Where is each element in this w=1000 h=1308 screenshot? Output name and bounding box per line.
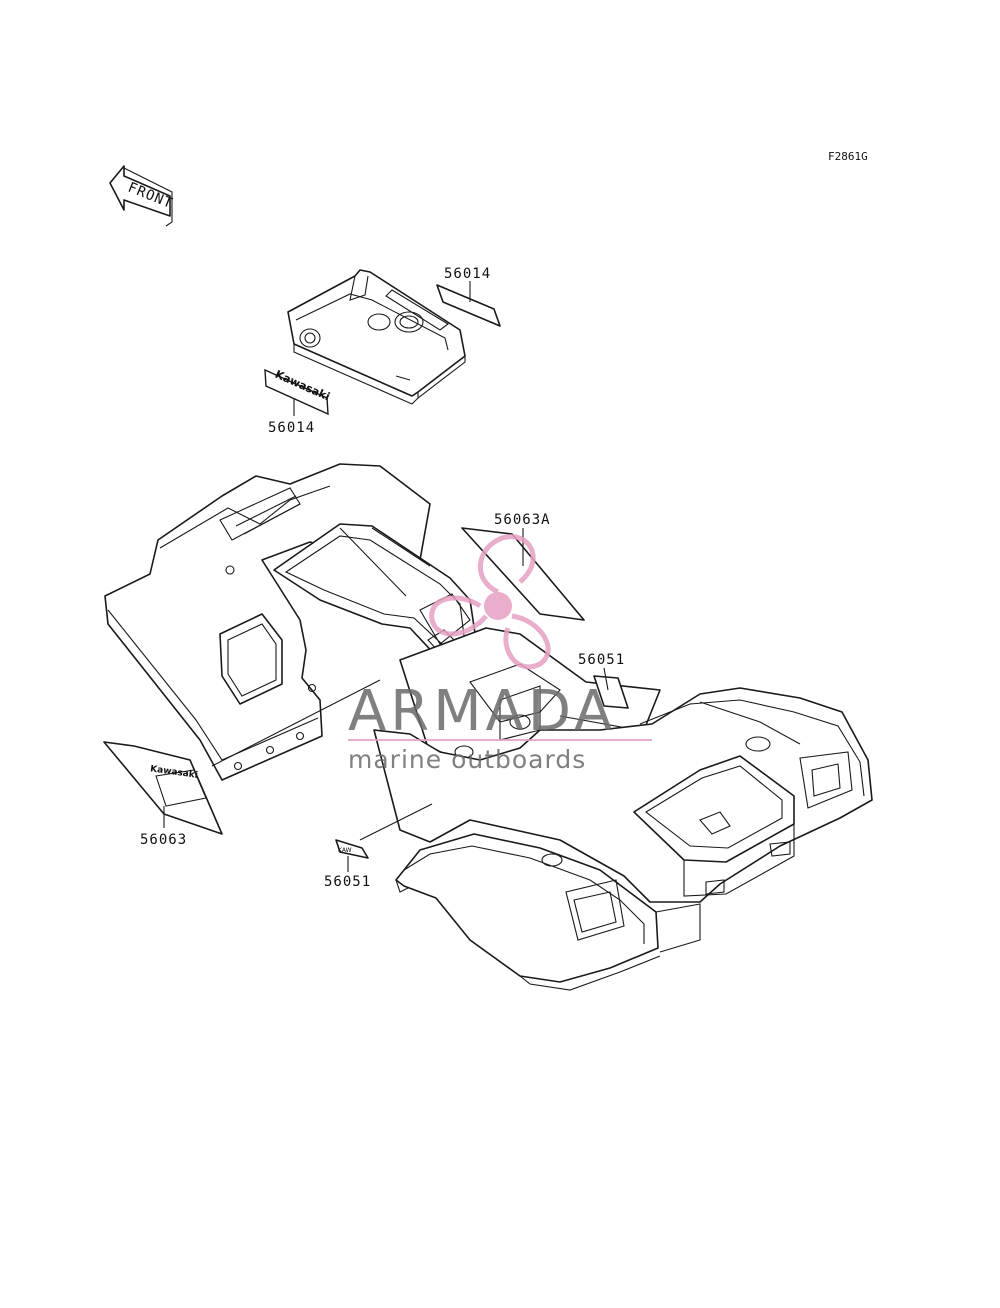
decal-56051-upper-part	[593, 667, 629, 709]
decal-56063-part: Kawasaki	[103, 679, 381, 835]
watermark-brand: ARMADA	[348, 679, 616, 744]
front-arrow-icon: FRONT	[109, 165, 175, 227]
emblem-strip-part	[436, 281, 501, 327]
front-cover-part	[287, 269, 466, 405]
callout-56063: 56063	[140, 832, 187, 848]
watermark-tagline: marine outboards	[348, 745, 586, 774]
callout-56051-lower: 56051	[324, 874, 371, 890]
kawasaki-emblem-part: Kawasaki	[264, 368, 332, 416]
callout-56014-emblem: 56014	[268, 420, 315, 436]
small-badge-text: KAW	[338, 847, 352, 854]
figure-code: F2861G	[828, 150, 868, 163]
callout-56051-upper: 56051	[578, 652, 625, 668]
decal-56063a-part	[461, 527, 585, 621]
callout-56063a: 56063A	[494, 512, 551, 528]
callout-56014-top: 56014	[444, 266, 491, 282]
decal-56051-lower-part: KAW	[335, 803, 433, 872]
propeller-icon	[429, 534, 551, 670]
fender-assembly-part	[104, 463, 873, 991]
watermark: ARMADA marine outboards	[348, 534, 652, 774]
